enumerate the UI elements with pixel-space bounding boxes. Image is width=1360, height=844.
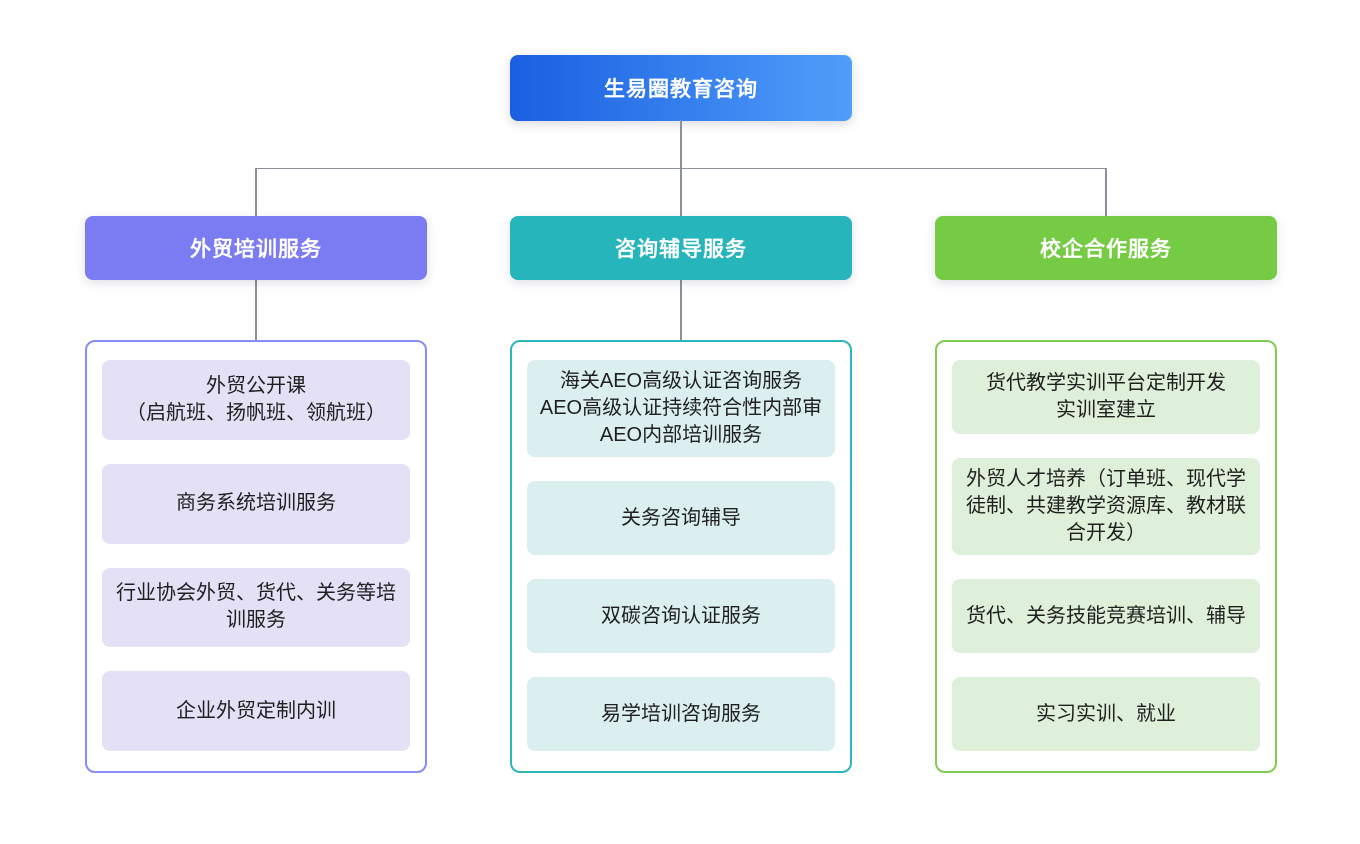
service-item-label: 易学培训咨询服务	[601, 702, 761, 725]
service-item-label: 企业外贸定制内训	[176, 699, 336, 722]
branch-header[interactable]: 校企合作服务	[935, 216, 1277, 280]
connector-header-to-container	[680, 280, 682, 340]
branch-item-group: 外贸公开课（启航班、扬帆班、领航班） 商务系统培训服务行业协会外贸、货代、关务等培…	[85, 340, 427, 773]
connector-header-to-container	[255, 280, 257, 340]
root-node-label: 生易圈教育咨询	[604, 78, 758, 101]
service-item[interactable]: 企业外贸定制内训	[102, 671, 410, 751]
service-item-label: 双碳咨询认证服务	[601, 604, 761, 627]
service-item[interactable]: 外贸公开课（启航班、扬帆班、领航班）	[102, 360, 410, 440]
branch-item-group: 货代教学实训平台定制开发实训室建立外贸人才培养（订单班、现代学徒制、共建教学资源…	[935, 340, 1277, 773]
service-item[interactable]: 货代、关务技能竞赛培训、辅导	[952, 579, 1260, 653]
branch-header[interactable]: 咨询辅导服务	[510, 216, 852, 280]
branch-header-label: 校企合作服务	[1040, 238, 1172, 261]
branch-column-3: 校企合作服务 货代教学实训平台定制开发实训室建立外贸人才培养（订单班、现代学徒制…	[935, 216, 1277, 773]
service-item-label: 实习实训、就业	[1036, 702, 1176, 725]
branch-header[interactable]: 外贸培训服务	[85, 216, 427, 280]
service-item[interactable]: 双碳咨询认证服务	[527, 579, 835, 653]
connector-drop-3	[1105, 167, 1107, 217]
service-item-label: 货代、关务技能竞赛培训、辅导	[966, 604, 1246, 627]
service-item-label: 货代教学实训平台定制开发实训室建立	[986, 372, 1226, 421]
root-node[interactable]: 生易圈教育咨询	[510, 55, 852, 121]
service-item-label: 外贸人才培养（订单班、现代学徒制、共建教学资源库、教材联合开发）	[966, 468, 1246, 544]
service-item[interactable]: 外贸人才培养（订单班、现代学徒制、共建教学资源库、教材联合开发）	[952, 458, 1260, 555]
branch-header-label: 外贸培训服务	[190, 238, 322, 261]
service-item[interactable]: 关务咨询辅导	[527, 481, 835, 555]
service-item-label: 关务咨询辅导	[621, 506, 741, 529]
branch-column-1: 外贸培训服务 外贸公开课（启航班、扬帆班、领航班） 商务系统培训服务行业协会外贸、…	[85, 216, 427, 773]
service-item[interactable]: 货代教学实训平台定制开发实训室建立	[952, 360, 1260, 434]
service-item[interactable]: 实习实训、就业	[952, 677, 1260, 751]
connector-drop-2	[680, 167, 682, 217]
service-item-label: 商务系统培训服务	[176, 492, 336, 515]
connector-root-stub	[680, 120, 682, 168]
connector-drop-1	[255, 167, 257, 217]
service-item-label: 外贸公开课（启航班、扬帆班、领航班）	[126, 374, 386, 424]
service-item[interactable]: 行业协会外贸、货代、关务等培训服务	[102, 567, 410, 648]
service-item-label: 行业协会外贸、货代、关务等培训服务	[116, 582, 396, 632]
service-item[interactable]: 商务系统培训服务	[102, 463, 410, 544]
branch-header-label: 咨询辅导服务	[615, 238, 747, 261]
service-item[interactable]: 易学培训咨询服务	[527, 677, 835, 751]
